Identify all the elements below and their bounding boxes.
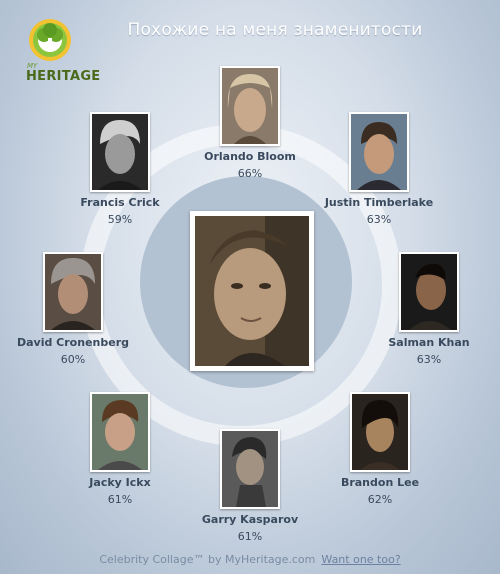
celebrity-name: David Cronenberg — [16, 336, 129, 349]
celebrity-name: Garry Kasparov — [201, 513, 299, 526]
page-title: Похожие на меня знаменитости — [127, 20, 423, 40]
celebrity-card-jacky-ickx[interactable]: Jacky Ickx 61% — [60, 392, 180, 506]
celebrity-card-justin-timberlake[interactable]: Justin Timberlake 63% — [319, 112, 439, 226]
footer-credit: Celebrity Collage™ by MyHeritage.com — [99, 553, 316, 566]
celebrity-name: Jacky Ickx — [89, 476, 151, 489]
portrait-icon — [351, 114, 407, 190]
portrait-icon — [92, 114, 148, 190]
portrait-icon — [92, 394, 148, 470]
celebrity-card-garry-kasparov[interactable]: Garry Kasparov 61% — [190, 429, 310, 543]
match-percent: 63% — [366, 213, 392, 226]
celebrity-photo — [90, 112, 150, 192]
match-percent: 63% — [416, 353, 442, 366]
tree-icon — [29, 19, 71, 61]
logo-prefix: MY — [27, 62, 38, 70]
portrait-icon — [352, 394, 408, 470]
celebrity-photo — [349, 112, 409, 192]
celebrity-card-brandon-lee[interactable]: Brandon Lee 62% — [320, 392, 440, 506]
portrait-icon — [401, 254, 457, 330]
celebrity-photo — [399, 252, 459, 332]
logo-brand: HERITAGE — [26, 69, 101, 84]
match-percent: 59% — [107, 213, 133, 226]
celebrity-name: Francis Crick — [80, 196, 160, 209]
celebrity-name: Justin Timberlake — [324, 196, 434, 209]
celebrity-card-francis-crick[interactable]: Francis Crick 59% — [60, 112, 180, 226]
match-percent: 66% — [237, 167, 263, 180]
match-percent: 62% — [367, 493, 393, 506]
celebrity-photo — [220, 66, 280, 146]
celebrity-card-david-cronenberg[interactable]: David Cronenberg 60% — [13, 252, 133, 366]
celebrity-photo — [90, 392, 150, 472]
myheritage-logo[interactable]: MY HERITAGE — [20, 18, 100, 88]
celebrity-name: Brandon Lee — [340, 476, 420, 489]
celebrity-card-orlando-bloom[interactable]: Orlando Bloom 66% — [190, 66, 310, 180]
match-percent: 60% — [60, 353, 86, 366]
celebrity-card-salman-khan[interactable]: Salman Khan 63% — [369, 252, 489, 366]
match-percent: 61% — [107, 493, 133, 506]
match-percent: 61% — [237, 530, 263, 543]
portrait-icon — [222, 431, 278, 507]
celebrity-photo — [350, 392, 410, 472]
celebrity-name: Salman Khan — [388, 336, 470, 349]
footer: Celebrity Collage™ by MyHeritage.com Want… — [0, 553, 500, 566]
want-one-too-link[interactable]: Want one too? — [321, 553, 401, 566]
user-photo[interactable] — [190, 211, 314, 371]
portrait-icon — [222, 68, 278, 144]
celebrity-photo — [220, 429, 280, 509]
user-face-icon — [195, 216, 309, 366]
celebrity-name: Orlando Bloom — [204, 150, 296, 163]
portrait-icon — [45, 254, 101, 330]
celebrity-photo — [43, 252, 103, 332]
